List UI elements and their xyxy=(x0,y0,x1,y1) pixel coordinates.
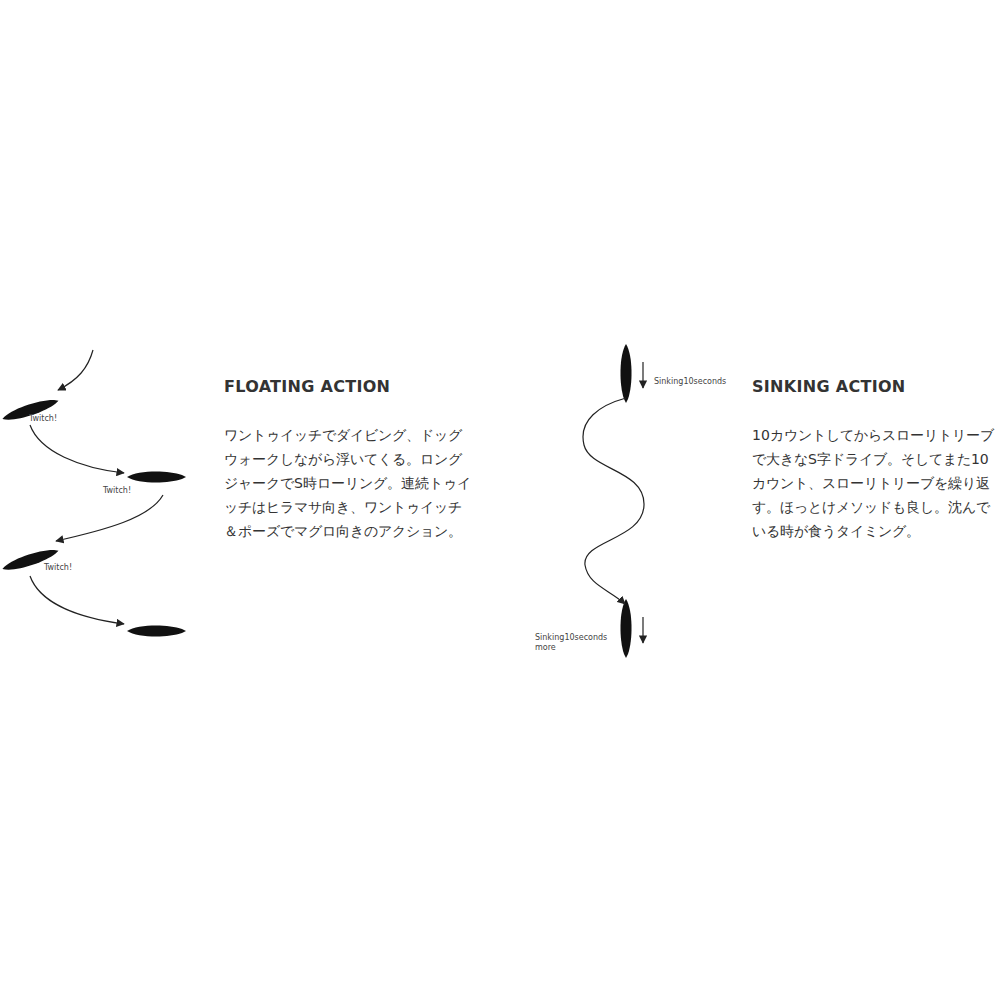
motion-arrow xyxy=(30,425,124,473)
lure xyxy=(1,395,61,424)
description-text: 10カウントしてからスローリトリーブで大きなS字ドライブ。そしてまた10カウント… xyxy=(752,423,996,543)
section-heading: SINKING ACTION xyxy=(752,377,906,396)
wave-path xyxy=(583,398,644,604)
lure xyxy=(127,471,186,482)
motion-arrow xyxy=(56,495,163,541)
motion-arrow xyxy=(58,350,93,390)
sink-arrow xyxy=(642,617,643,643)
motion-arrow xyxy=(30,576,124,624)
lure xyxy=(620,599,631,658)
description-text: ワントゥイッチでダイビング、ドッグウォークしながら浮いてくる。ロングジャークでS… xyxy=(224,423,472,543)
twitch-label: Twitch! xyxy=(44,563,72,573)
sinking-label: Sinking10seconds more xyxy=(535,633,610,653)
twitch-label: Twitch! xyxy=(29,414,57,424)
section-heading: FLOATING ACTION xyxy=(224,377,390,396)
twitch-label: Twitch! xyxy=(103,486,131,496)
sinking-label: Sinking10seconds xyxy=(654,377,726,387)
sink-arrow xyxy=(642,362,643,388)
lure xyxy=(127,625,186,636)
lure xyxy=(620,344,631,403)
